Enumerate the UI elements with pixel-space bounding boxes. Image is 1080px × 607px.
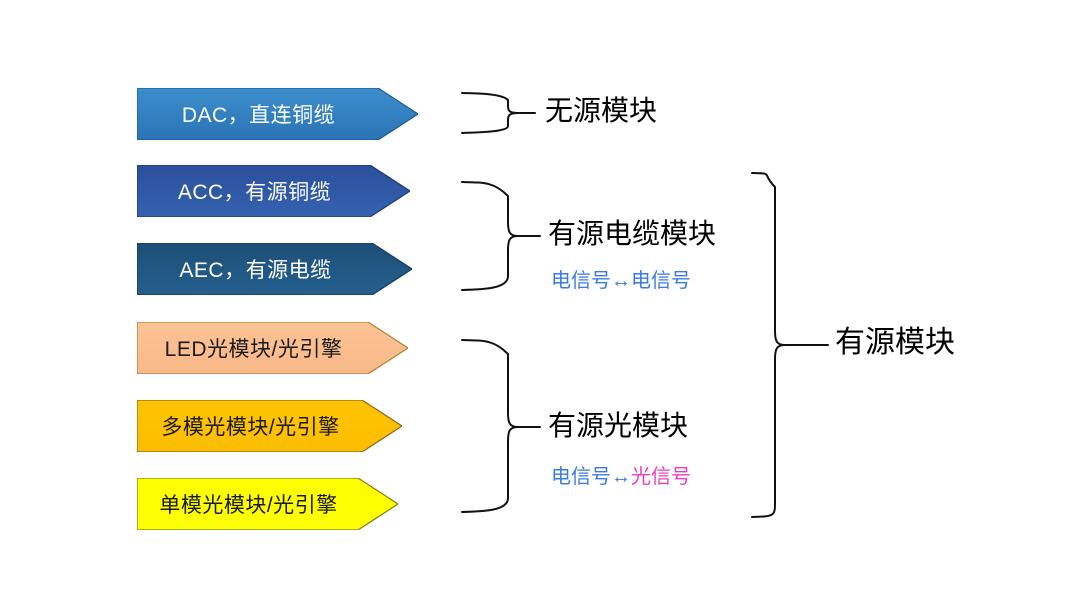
group-label-active-all: 有源模块 [835,326,955,359]
arrow-body-dac [137,88,418,140]
group-subtitle-active-cable: 电信号↔电信号 [551,271,691,291]
group-subtitle-active-optical: 电信号↔光信号 [551,467,691,487]
signal-electrical-out-ac: 电信号 [631,270,691,292]
arrow-label-aec: AEC，有源电缆 [179,259,332,282]
signal-bidirectional-arrow-ao: ↔ [611,466,631,488]
arrow-label-led: LED光模块/光引擎 [164,338,343,361]
arrow-shape-led[interactable]: LED光模块/光引擎 [137,322,408,374]
group-label-active-optical: 有源光模块 [548,410,689,441]
signal-electrical-in-ac: 电信号 [551,270,611,292]
arrow-shape-dac[interactable]: DAC，直连铜缆 [137,88,418,140]
brace-passive [461,92,536,134]
brace-active-optical [461,339,541,513]
signal-electrical-in-ao: 电信号 [551,466,611,488]
arrow-body-acc [137,165,410,217]
arrow-shape-acc[interactable]: ACC，有源铜缆 [137,165,410,217]
arrow-shape-aec[interactable]: AEC，有源电缆 [137,243,412,295]
arrow-body-aec [137,243,412,295]
group-label-active-cable: 有源电缆模块 [548,218,717,249]
arrow-body-singlemode [137,478,398,530]
group-label-passive: 无源模块 [545,95,658,126]
arrow-label-dac: DAC，直连铜缆 [181,104,336,127]
brace-active-cable [461,181,541,291]
signal-optical-out-ao: 光信号 [631,466,691,488]
arrow-label-multimode: 多模光模块/光引擎 [161,416,340,439]
arrow-label-acc: ACC，有源铜缆 [177,181,332,204]
arrow-body-multimode [137,400,402,452]
brace-active-all [751,172,829,518]
arrow-body-led [137,322,408,374]
arrow-label-singlemode: 单模光模块/光引擎 [159,494,338,517]
signal-bidirectional-arrow-ac: ↔ [611,270,631,292]
arrow-shape-singlemode[interactable]: 单模光模块/光引擎 [137,478,398,530]
arrow-shape-multimode[interactable]: 多模光模块/光引擎 [137,400,402,452]
